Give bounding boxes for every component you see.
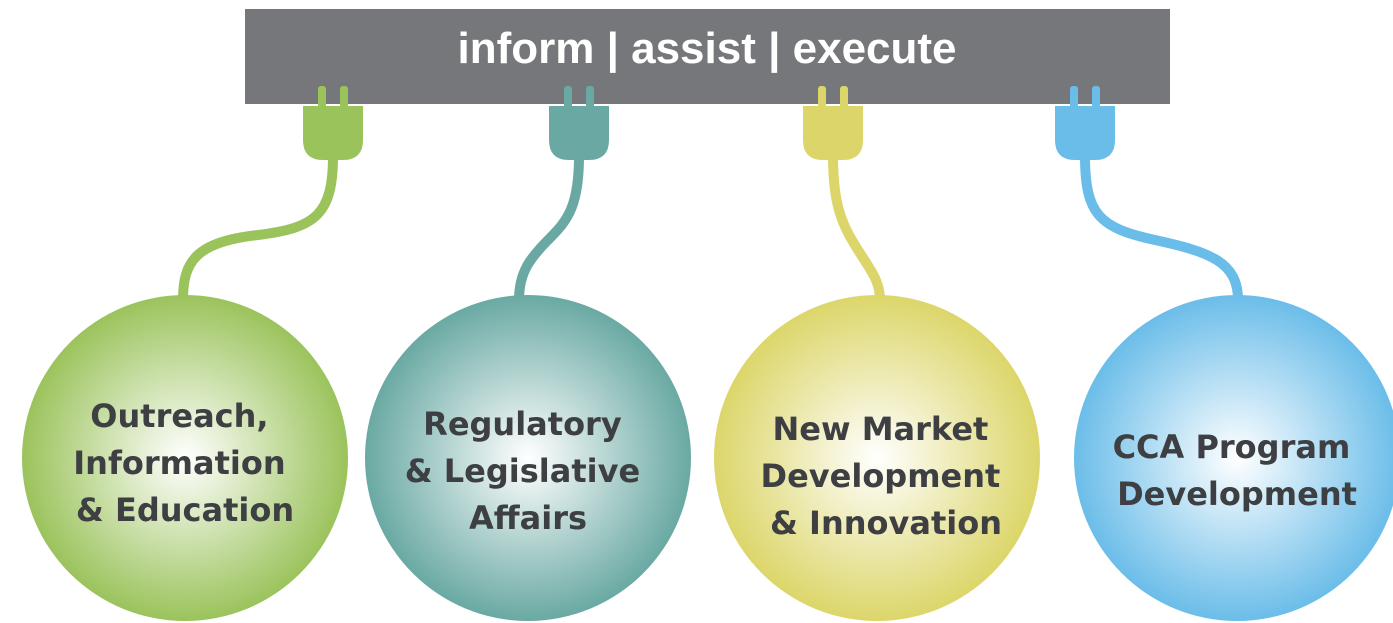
node-label-market: New Market Development & Innovation	[761, 410, 1012, 542]
node-circle-market	[714, 295, 1040, 621]
node-label-regulatory: Regulatory & Legislative Affairs	[405, 405, 652, 537]
cord-outreach	[178, 151, 338, 305]
plug-icon	[303, 86, 363, 160]
plug-icon	[803, 86, 863, 160]
node-circle-outreach	[22, 295, 348, 621]
node-label-line: Development	[761, 457, 1001, 495]
plug-icon	[1055, 86, 1115, 160]
cord-market	[828, 151, 885, 305]
node-circle-regulatory	[365, 295, 691, 621]
node-label-line: Affairs	[469, 499, 587, 537]
node-circle-cca	[1074, 295, 1393, 621]
node-label-line: Development	[1117, 475, 1357, 513]
node-label-line: Information	[73, 444, 285, 482]
node-labels: Outreach, Information & Education Regula…	[73, 397, 1362, 542]
node-label-cca: CCA Program Development	[1113, 428, 1362, 513]
banner-bar	[245, 9, 1170, 104]
node-label-line: Outreach,	[90, 397, 268, 435]
node-label-outreach: Outreach, Information & Education	[73, 397, 296, 529]
node-label-line: Regulatory	[423, 405, 622, 443]
node-label-line: & Education	[76, 491, 294, 529]
plugs	[303, 86, 1115, 160]
cords	[178, 151, 1243, 305]
node-label-line: New Market	[773, 410, 989, 448]
cord-regulatory	[514, 151, 584, 305]
banner-title: inform | assist | execute	[457, 24, 956, 74]
cord-cca	[1080, 151, 1243, 305]
nodes	[22, 295, 1393, 621]
plug-icon	[549, 86, 609, 160]
node-label-line: & Innovation	[770, 504, 1002, 542]
node-label-line: CCA Program	[1113, 428, 1351, 466]
node-label-line: & Legislative	[405, 452, 640, 490]
